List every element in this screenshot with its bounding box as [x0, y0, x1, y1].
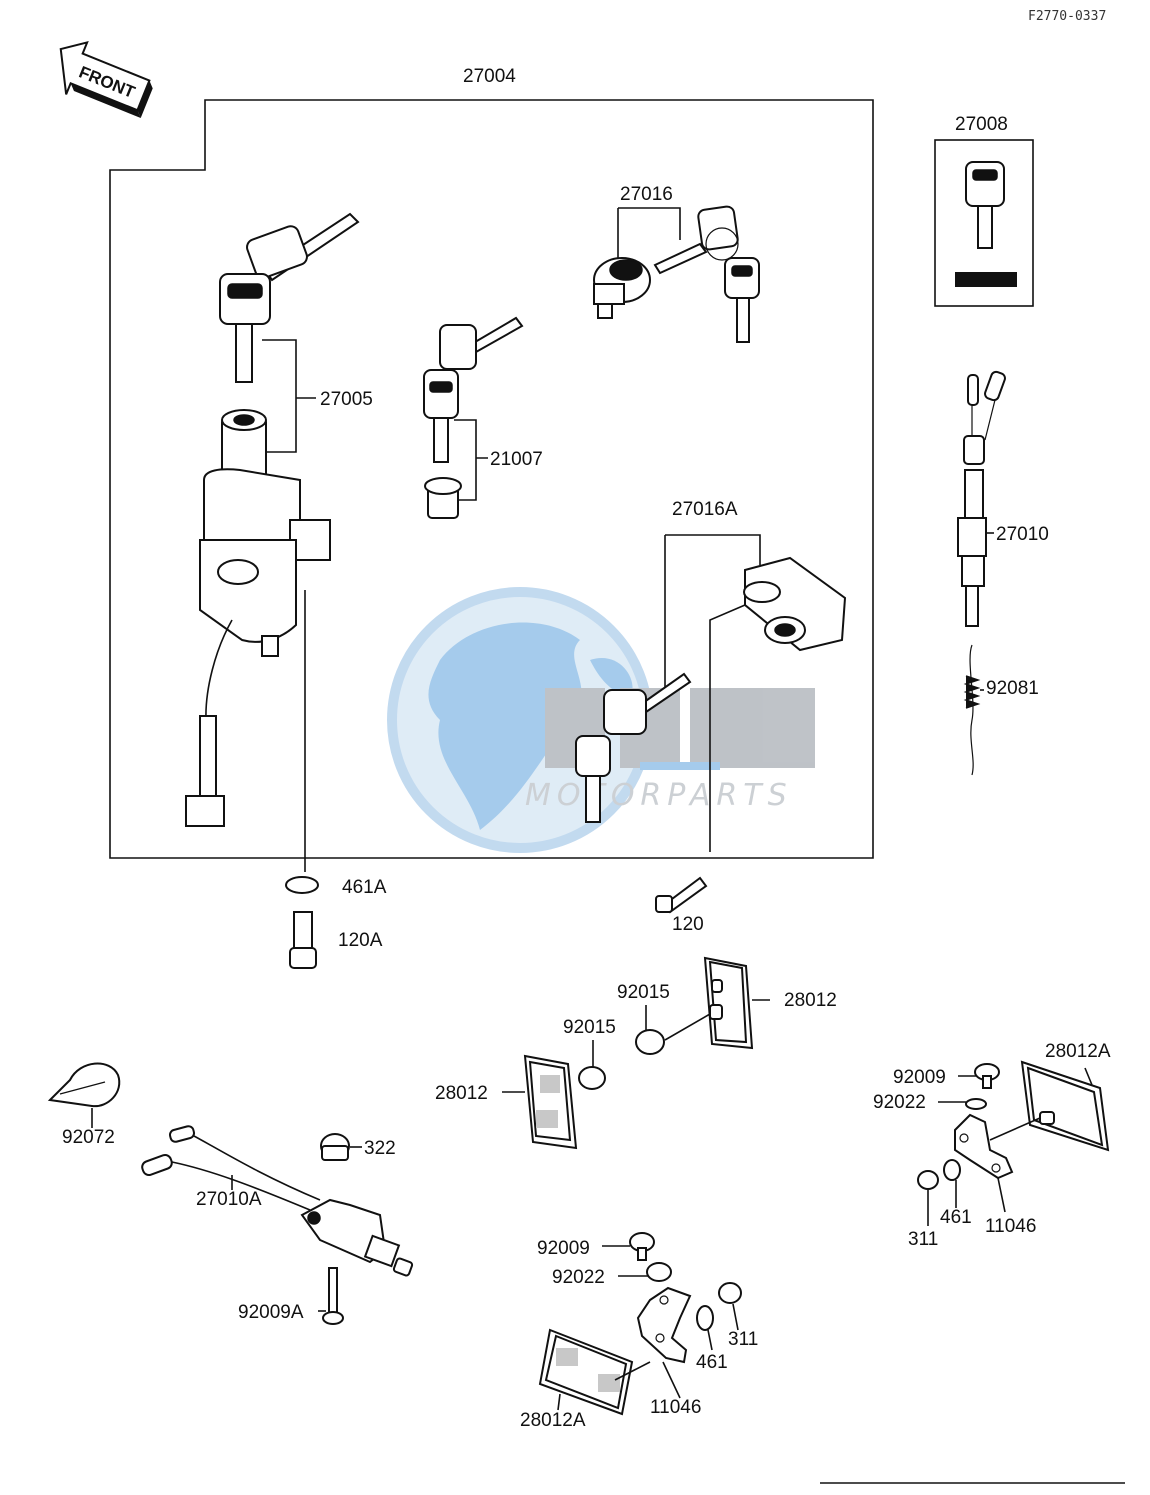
part-label-27004: 27004 — [463, 66, 516, 87]
leader-120 — [709, 604, 746, 852]
part-label-27016: 27016 — [620, 184, 673, 205]
washer-92022-bottom — [646, 1262, 672, 1282]
part-label-92081: 92081 — [986, 678, 1039, 699]
part-label-27005: 27005 — [320, 389, 373, 410]
helmet-lock-27016A — [743, 556, 847, 652]
washer-461A — [285, 876, 319, 894]
washer-461-right — [943, 1159, 961, 1181]
ignition-switch-27005 — [185, 409, 331, 827]
part-label-11046-right: 11046 — [985, 1216, 1036, 1237]
ignition-keys-27005 — [219, 212, 360, 383]
screw-92009-bottom — [629, 1232, 655, 1261]
part-label-322: 322 — [364, 1138, 396, 1159]
key-blank-box-27008 — [934, 139, 1034, 307]
watermark-logo: MOTORPARTS — [387, 587, 815, 853]
watermark-m-letter — [690, 688, 815, 768]
seat-lock-cylinder-27016 — [593, 257, 651, 319]
part-label-92009-bottom: 92009 — [537, 1238, 590, 1259]
diagram-ref-code: F2770-0337 — [1028, 9, 1106, 24]
leader-27016 — [617, 207, 681, 262]
washer-92022-right — [965, 1098, 987, 1110]
leader-27016A — [664, 534, 761, 690]
part-label-92009-right: 92009 — [893, 1067, 946, 1088]
nut-92015-upper — [635, 1029, 665, 1055]
stop-lamp-switch-27010 — [957, 370, 1006, 627]
switch-spring-92081 — [963, 644, 984, 776]
bracket-11046-right — [954, 1113, 1041, 1180]
part-label-27016A: 27016A — [672, 499, 738, 520]
key-tag-label — [955, 272, 1017, 287]
part-label-28012-front: 28012 — [435, 1083, 488, 1104]
leader-28012A-right — [1084, 1067, 1093, 1086]
clamp-92072 — [47, 1062, 121, 1108]
part-label-27010A: 27010A — [196, 1189, 262, 1210]
reflector-28012-rear — [703, 956, 754, 1050]
rear-brake-switch-27010A — [141, 1125, 414, 1277]
leader-92015-upper — [645, 1005, 711, 1041]
part-label-28012A-bottom: 28012A — [520, 1410, 586, 1431]
nut-311-right — [917, 1170, 939, 1190]
leader-28012A-bottom — [557, 1393, 561, 1411]
part-label-461-bottom: 461 — [696, 1352, 728, 1373]
nut-311-bottom — [718, 1282, 742, 1304]
part-label-311-right: 311 — [908, 1229, 938, 1250]
part-label-28012A-right: 28012A — [1045, 1041, 1111, 1062]
part-label-11046-bottom: 11046 — [650, 1397, 701, 1418]
leader-21007 — [454, 419, 488, 501]
part-label-92009A: 92009A — [238, 1302, 304, 1323]
nut-92015-lower — [578, 1066, 606, 1090]
part-label-92015-upper: 92015 — [617, 982, 670, 1003]
part-label-27010: 27010 — [996, 524, 1049, 545]
reflector-28012A-bottom — [538, 1328, 651, 1416]
lock-keys-21007 — [423, 316, 524, 463]
screw-92009-right — [974, 1063, 1000, 1089]
bracket-11046-bottom — [636, 1286, 692, 1364]
assembly-frame-27004 — [109, 99, 874, 859]
part-label-120: 120 — [672, 914, 704, 935]
bolt-120 — [655, 876, 708, 914]
leaders-bracket-bottom — [662, 1303, 739, 1399]
watermark-text: MOTORPARTS — [525, 778, 793, 813]
part-label-28012-rear: 28012 — [784, 990, 837, 1011]
screw-92009A — [322, 1267, 344, 1325]
helmet-lock-keys-27016A — [575, 672, 692, 823]
keys-27016 — [653, 205, 760, 343]
part-label-120A: 120A — [338, 930, 383, 951]
key-blank-27008 — [955, 161, 1017, 287]
bolt-120A — [289, 911, 317, 969]
part-label-27008: 27008 — [955, 114, 1008, 135]
part-label-92022-bottom: 92022 — [552, 1267, 605, 1288]
lock-cylinder-21007 — [424, 477, 462, 519]
cap-322 — [320, 1133, 350, 1161]
switch-cable — [205, 619, 233, 721]
leader-27005 — [262, 339, 316, 453]
leaders-bracket-right — [927, 1177, 1006, 1226]
part-label-92015-lower: 92015 — [563, 1017, 616, 1038]
reflector-28012A-right — [1020, 1060, 1110, 1152]
part-label-21007: 21007 — [490, 449, 543, 470]
front-arrow-icon: FRONT — [59, 40, 153, 119]
part-label-92022-right: 92022 — [873, 1092, 926, 1113]
part-label-311-bottom: 311 — [728, 1329, 758, 1350]
part-label-461-right: 461 — [940, 1207, 972, 1228]
part-label-92072: 92072 — [62, 1127, 115, 1148]
reflector-28012-front — [523, 1054, 578, 1150]
washer-461-bottom — [696, 1305, 714, 1331]
part-label-461A: 461A — [342, 877, 387, 898]
